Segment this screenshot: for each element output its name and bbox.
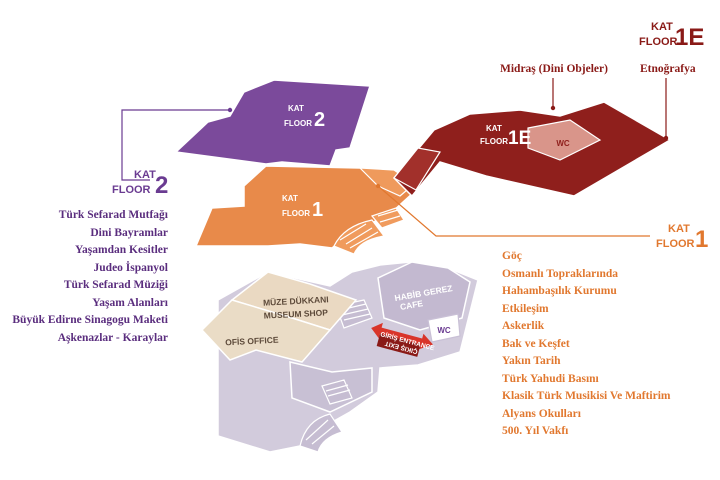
- floor-2-number-label: 2: [314, 109, 325, 131]
- floor-1-exhibit[interactable]: Klasik Türk Musikisi Ve Maftirim: [502, 390, 671, 402]
- floor-1e: KAT FLOOR 1E WC: [392, 101, 672, 198]
- callout-floor-1e-kat: KAT: [651, 21, 673, 33]
- floor-1-number-label: 1: [312, 199, 323, 221]
- floor-2-exhibit[interactable]: Türk Sefarad Müziği: [63, 279, 168, 291]
- floor-2-leader-dot: [227, 107, 233, 113]
- midras-leader-dot: [550, 105, 556, 111]
- museum-shop-label-en: MUSEUM SHOP: [264, 307, 329, 320]
- callout-floor-1e-floor: FLOOR: [639, 36, 678, 48]
- floor-2-exhibit-list: Türk Sefarad Mutfağı Dini Bayramlar Yaşa…: [12, 207, 168, 347]
- callout-floor-2-floor: FLOOR: [112, 184, 151, 196]
- floor-2-exhibit[interactable]: Yaşam Alanları: [92, 296, 168, 309]
- floor-1e-ramp: [393, 147, 441, 191]
- wc-ground-label: WC: [437, 326, 451, 335]
- floor-1-exhibit[interactable]: Osmanlı Topraklarında: [502, 267, 618, 280]
- wc-upper-box[interactable]: [527, 119, 602, 161]
- ground-floor: GİRİŞ ENTRANCE ÇIKIŞ EXIT MÜZE DÜKKANI M…: [200, 261, 479, 453]
- floor-1-exhibit[interactable]: Askerlik: [502, 320, 545, 332]
- office-area[interactable]: [200, 299, 332, 363]
- floor-1-exhibit[interactable]: Yakın Tarih: [502, 355, 561, 367]
- ground-stairs: [299, 299, 373, 453]
- floor-2: KAT FLOOR 2: [174, 79, 372, 167]
- callout-floor-1-kat: KAT: [668, 223, 690, 235]
- floor-2-callout: KAT FLOOR 2: [112, 169, 168, 199]
- floor-1e-number-label: 1E: [508, 128, 531, 149]
- floor-2-exhibit[interactable]: Aşkenazlar - Karaylar: [57, 331, 168, 344]
- floor-1-exhibit[interactable]: Hahambaşılık Kurumu: [502, 285, 617, 297]
- callout-floor-2-num: 2: [155, 172, 168, 199]
- floor-1-exhibit-list: Göç Osmanlı Topraklarında Hahambaşılık K…: [502, 248, 670, 441]
- floor-1e-callout: KAT FLOOR 1E: [639, 21, 704, 51]
- floor-1-exhibit[interactable]: 500. Yıl Vakfı: [502, 425, 569, 437]
- floor-1e-kat-label: KAT: [486, 124, 502, 133]
- floor-1-kat-label: KAT: [282, 194, 298, 203]
- floor-2-slab[interactable]: [174, 79, 372, 167]
- cafe-area[interactable]: [377, 261, 471, 331]
- midras-label: Midraş (Dini Objeler): [500, 63, 608, 75]
- floor-1: KAT FLOOR 1: [194, 165, 416, 255]
- callout-floor-1-floor: FLOOR: [656, 238, 695, 250]
- floor-1-exhibit[interactable]: Bak ve Keşfet: [502, 337, 570, 350]
- floor-2-exhibit[interactable]: Judeo İspanyol: [93, 261, 168, 274]
- callout-floor-1-num: 1: [695, 226, 708, 253]
- floor-1e-floor-label: FLOOR: [480, 137, 508, 146]
- floor-1-leader: [377, 185, 650, 237]
- floor-1-exhibit[interactable]: Göç: [502, 250, 522, 262]
- floor-1-callout: KAT FLOOR 1: [656, 223, 708, 253]
- floor-2-exhibit[interactable]: Yaşamdan Kesitler: [75, 244, 168, 256]
- etnografya-label: Etnoğrafya: [640, 63, 696, 75]
- floor-1-stairs: [333, 207, 405, 255]
- floor-1-leader-dot: [375, 183, 381, 189]
- floor-2-exhibit[interactable]: Büyük Edirne Sinagogu Maketi: [12, 314, 168, 326]
- floor-1-exhibit[interactable]: Etkileşim: [502, 302, 549, 315]
- entrance-exit-arrow[interactable]: [367, 320, 435, 360]
- floor-2-exhibit[interactable]: Türk Sefarad Mutfağı: [58, 209, 168, 221]
- office-label: OFİS OFFICE: [225, 335, 279, 348]
- wc-upper-label: WC: [556, 139, 570, 148]
- callout-floor-2-kat: KAT: [134, 169, 156, 181]
- etnografya-leader-dot: [663, 135, 669, 141]
- callout-floor-1e-num: 1E: [675, 24, 704, 51]
- floor-2-floor-label: FLOOR: [284, 119, 312, 128]
- wc-ground-box[interactable]: [427, 313, 461, 343]
- floor-1-exhibit[interactable]: Türk Yahudi Basını: [502, 372, 599, 385]
- floor-2-leader: [121, 109, 230, 181]
- floor-2-exhibit[interactable]: Dini Bayramlar: [90, 226, 168, 239]
- cafe-label-line2: CAFE: [399, 298, 424, 312]
- floor-1-exhibit[interactable]: Alyans Okulları: [502, 407, 581, 420]
- floor-1-floor-label: FLOOR: [282, 209, 310, 218]
- leader-lines: [121, 78, 669, 237]
- floor-2-kat-label: KAT: [288, 104, 304, 113]
- museum-shop-label-tr: MÜZE DÜKKANI: [263, 294, 329, 307]
